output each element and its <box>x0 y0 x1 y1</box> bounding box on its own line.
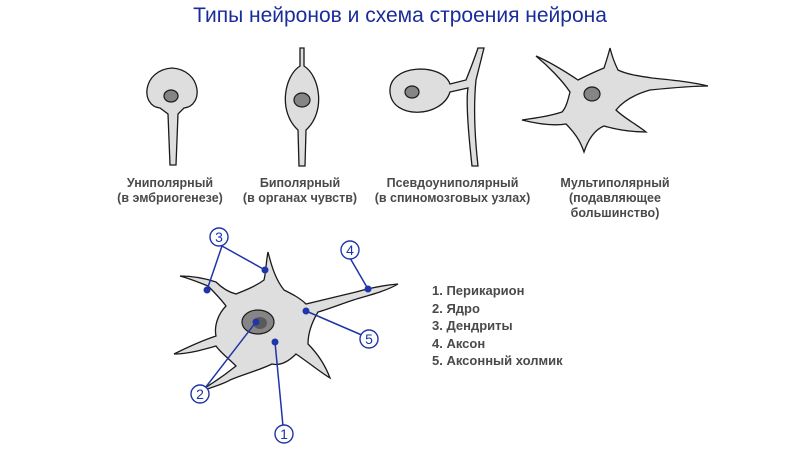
label-unipolar-name: Униполярный <box>126 176 214 190</box>
pointer-5 <box>305 310 365 337</box>
unipolar-nucleus <box>163 89 179 103</box>
label-bipolar-note: (в органах чувств) <box>242 191 358 205</box>
label-bipolar: Биполярный (в органах чувств) <box>230 176 370 206</box>
label-pseudounipolar-note: (в спиномозговых узлах) <box>374 191 531 205</box>
page-title: Типы нейронов и схема строения нейрона <box>193 4 607 27</box>
pointer-3b <box>221 245 266 271</box>
pointer-4 <box>349 257 369 290</box>
label-pseudounipolar: Псевдоуниполярный (в спиномозговых узлах… <box>360 176 545 206</box>
multipolar-neuron <box>521 47 709 155</box>
label-multipolar-note: (подавляющее <box>569 191 661 205</box>
pseudounipolar-nucleus <box>404 85 420 99</box>
svg-text:1: 1 <box>280 426 288 442</box>
neuron-schematic: 3 4 5 2 1 <box>173 227 399 444</box>
svg-text:5: 5 <box>365 331 373 347</box>
dot-nucleus <box>252 318 260 326</box>
bipolar-nucleus <box>293 92 311 108</box>
label-pseudounipolar-name: Псевдоуниполярный <box>386 176 519 190</box>
dot-dendrite-a <box>203 286 211 294</box>
label-unipolar-note: (в эмбриогенезе) <box>117 191 223 205</box>
marker-4: 4 <box>340 240 360 260</box>
dot-hillock <box>302 307 310 315</box>
pointer-1 <box>274 341 284 427</box>
pseudounipolar-neuron <box>389 47 485 167</box>
pointer-2 <box>201 321 257 393</box>
marker-2: 2 <box>190 384 210 404</box>
legend-item-3: 3. Дендриты <box>432 318 513 333</box>
svg-text:2: 2 <box>196 386 204 402</box>
label-unipolar: Униполярный (в эмбриогенезе) <box>95 176 245 206</box>
legend: 1. Перикарион 2. Ядро 3. Дендриты 4. Акс… <box>432 282 563 370</box>
svg-text:3: 3 <box>215 229 223 245</box>
marker-5: 5 <box>359 329 379 349</box>
pointer-3a <box>206 245 223 291</box>
legend-item-4: 4. Аксон <box>432 335 486 351</box>
legend-item-2: 2. Ядро <box>432 300 480 316</box>
multipolar-nucleus <box>583 86 601 102</box>
label-multipolar-name: Мультиполярный <box>560 176 670 190</box>
marker-3: 3 <box>209 227 229 247</box>
legend-item-1: 1. Перикарион <box>432 283 525 298</box>
dot-axon <box>364 285 372 293</box>
dot-dendrite-b <box>261 266 269 274</box>
marker-1: 1 <box>274 424 294 444</box>
label-multipolar-note2: большинство) <box>570 206 660 220</box>
svg-text:4: 4 <box>346 242 354 258</box>
unipolar-neuron <box>146 67 198 166</box>
bipolar-neuron <box>284 47 320 167</box>
label-multipolar: Мультиполярный (подавляющее большинство) <box>545 176 685 221</box>
label-bipolar-name: Биполярный <box>259 176 341 190</box>
dot-perikaryon <box>271 338 279 346</box>
legend-item-5: 5. Аксонный холмик <box>432 353 563 368</box>
